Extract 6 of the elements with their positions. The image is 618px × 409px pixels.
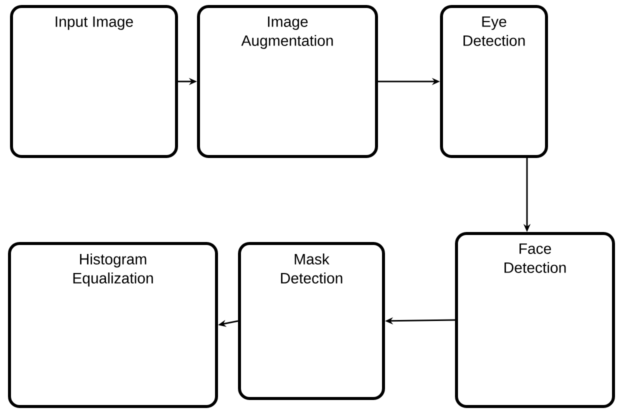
process-box: Mask Detection: [238, 242, 385, 400]
process-box: Image Augmentation: [197, 5, 378, 158]
process-box: Eye Detection: [440, 5, 548, 158]
process-box: Input Image: [10, 5, 178, 158]
process-box: Face Detection: [455, 232, 615, 408]
process-box: Histogram Equalization: [8, 242, 218, 408]
